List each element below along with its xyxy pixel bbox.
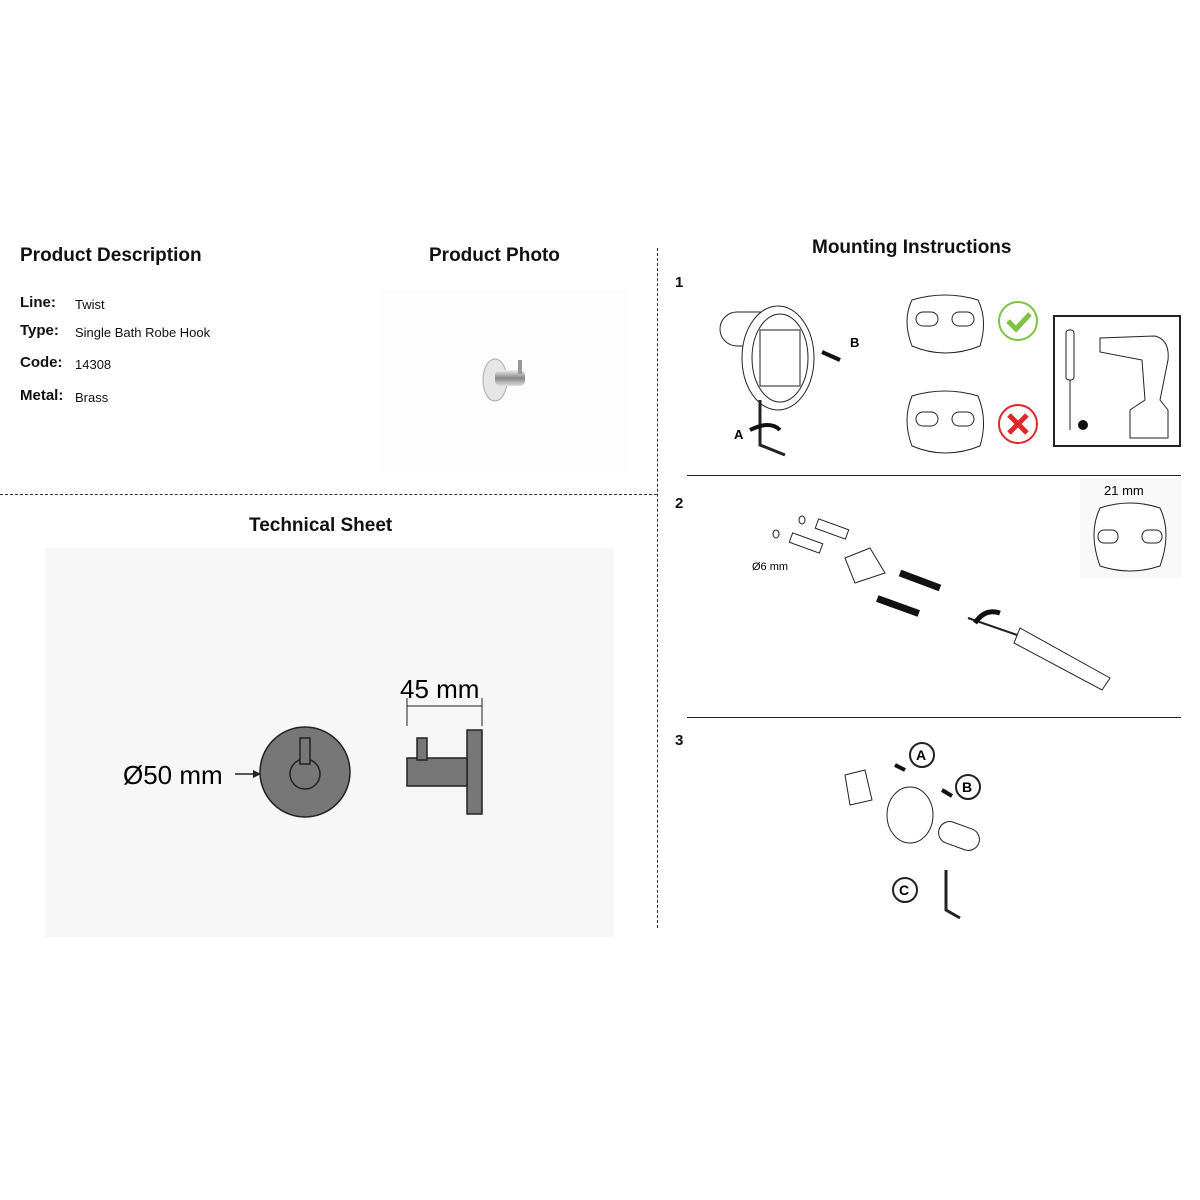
screwdriver-icon [1065, 329, 1075, 381]
robe-hook-image [482, 358, 525, 402]
field-code: Code: [20, 354, 63, 372]
screw-spacing: 21 mm [1104, 483, 1144, 498]
drill-icon [1099, 335, 1169, 439]
field-label: Type: [20, 322, 59, 339]
technical-sheet-title: Technical Sheet [249, 515, 393, 536]
hole-diameter: Ø6 mm [752, 561, 788, 573]
spacing-diagram: 21 mm [1080, 478, 1182, 578]
product-description-title: Product Description [20, 245, 202, 266]
hook-side-view [406, 729, 483, 815]
step-number: 1 [675, 274, 684, 291]
field-value: Brass [75, 390, 109, 405]
label-b: B [850, 335, 859, 350]
step-2-illustration: Ø6 mm 21 mm [752, 478, 1182, 691]
wrong-orientation-plate [906, 390, 984, 454]
step-divider-1 [687, 475, 1181, 476]
field-label: Metal: [20, 387, 64, 404]
field-value: Twist [75, 297, 105, 312]
depth-dimension: 45 mm [400, 674, 479, 704]
horizontal-divider [0, 494, 657, 495]
check-icon [998, 301, 1038, 341]
step-number: 2 [675, 495, 684, 512]
technical-drawing: Ø50 mm 45 mm [45, 548, 614, 937]
tools-box [1053, 315, 1181, 447]
product-photo-title: Product Photo [429, 245, 560, 266]
correct-orientation-plate [906, 294, 984, 354]
field-metal: Metal: [20, 387, 63, 405]
field-line: Line: [20, 294, 56, 312]
plus-icon [1078, 420, 1088, 430]
diameter-dimension: Ø50 mm [123, 760, 223, 790]
field-value: 14308 [75, 357, 112, 372]
step-3-illustration: A B C [844, 742, 981, 920]
field-value: Single Bath Robe Hook [75, 325, 211, 340]
field-label: Code: [20, 354, 63, 371]
field-label: Line: [20, 294, 56, 311]
label-c: C [899, 882, 909, 898]
allen-key-icon [944, 870, 961, 920]
step-1-illustration: B A [719, 294, 1181, 457]
label-b: B [962, 779, 972, 795]
label-a: A [734, 427, 744, 442]
vertical-divider [657, 248, 658, 928]
mounting-instructions-title: Mounting Instructions [812, 237, 1012, 258]
field-type: Type: [20, 322, 59, 340]
product-photo [380, 290, 628, 472]
step-divider-2 [687, 717, 1181, 718]
step-number: 3 [675, 732, 684, 749]
label-a: A [916, 747, 926, 763]
